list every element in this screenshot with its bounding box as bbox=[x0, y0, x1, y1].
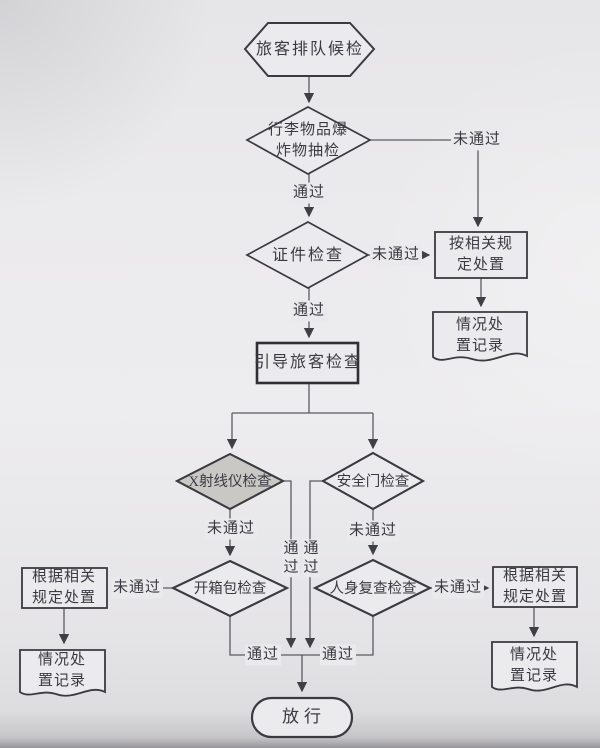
node-start-label: 旅客排队候检 bbox=[255, 40, 365, 58]
record-top-right-document bbox=[432, 311, 528, 362]
node-security-gate-label: 安全门检查 bbox=[336, 473, 410, 490]
edge-label-pass-id-check: 通过 bbox=[290, 300, 328, 322]
node-guide-passenger-label: 引导旅客检查 bbox=[253, 353, 363, 371]
body-recheck-diamond bbox=[312, 558, 433, 618]
node-handle-right-label: 根据相关 规定处置 bbox=[502, 568, 568, 605]
node-handle-left-label: 根据相关 规定处置 bbox=[31, 569, 97, 606]
start-hexagon bbox=[243, 22, 376, 77]
edge-label-pass-body-recheck: 通过 bbox=[319, 644, 357, 666]
edge-label-pass-xray: 通 过 bbox=[282, 539, 300, 577]
node-open-bag-label: 开箱包检查 bbox=[193, 580, 267, 597]
security-gate-diamond bbox=[320, 451, 426, 511]
node-xray-check-label: X射线仪检查 bbox=[188, 473, 272, 490]
edge-label-pass-gate: 通 过 bbox=[302, 539, 320, 577]
record-right-document bbox=[491, 641, 578, 692]
edge-label-fail-explosive: 未通过 bbox=[450, 129, 504, 151]
handle-per-regulations-rect bbox=[434, 231, 528, 279]
shapes bbox=[19, 22, 578, 739]
edge-gate-pass bbox=[304, 480, 323, 649]
edge-xray-pass bbox=[283, 480, 297, 649]
node-id-check-label: 证件检查 bbox=[271, 246, 345, 264]
handle-right-rect bbox=[492, 566, 578, 608]
node-body-recheck-label: 人身复查检查 bbox=[329, 580, 417, 597]
open-bag-diamond bbox=[170, 559, 290, 618]
node-record-right-label: 情况处 置记录 bbox=[509, 647, 559, 684]
xray-check-diamond bbox=[174, 452, 286, 511]
edge-explosive-fail bbox=[370, 139, 484, 228]
edge-label-fail-id-check: 未通过 bbox=[369, 244, 423, 266]
edge-label-fail-gate: 未通过 bbox=[346, 520, 400, 542]
explosive-check-diamond bbox=[245, 106, 372, 175]
node-release-label: 放行 bbox=[282, 707, 326, 727]
edge-label-fail-body-recheck: 未通过 bbox=[431, 577, 485, 599]
node-handle-per-regulations-label: 按相关规 定处置 bbox=[448, 236, 514, 273]
record-left-document bbox=[19, 649, 106, 697]
node-explosive-label: 行李物品爆 炸物抽检 bbox=[267, 122, 349, 159]
node-record-top-right-label: 情况处 置记录 bbox=[455, 317, 505, 354]
edge-label-fail-open-bag: 未通过 bbox=[110, 577, 164, 599]
handle-left-rect bbox=[21, 567, 108, 609]
node-record-left-label: 情况处 置记录 bbox=[37, 652, 87, 689]
edge-guide-split bbox=[232, 383, 373, 414]
edge-label-pass-explosive: 通过 bbox=[290, 182, 328, 204]
edge-label-pass-open-bag: 通过 bbox=[244, 644, 282, 666]
guide-passenger-rect bbox=[255, 341, 360, 385]
id-check-diamond bbox=[245, 221, 370, 289]
edge-label-fail-xray: 未通过 bbox=[204, 518, 258, 540]
release-stadium bbox=[250, 696, 354, 739]
